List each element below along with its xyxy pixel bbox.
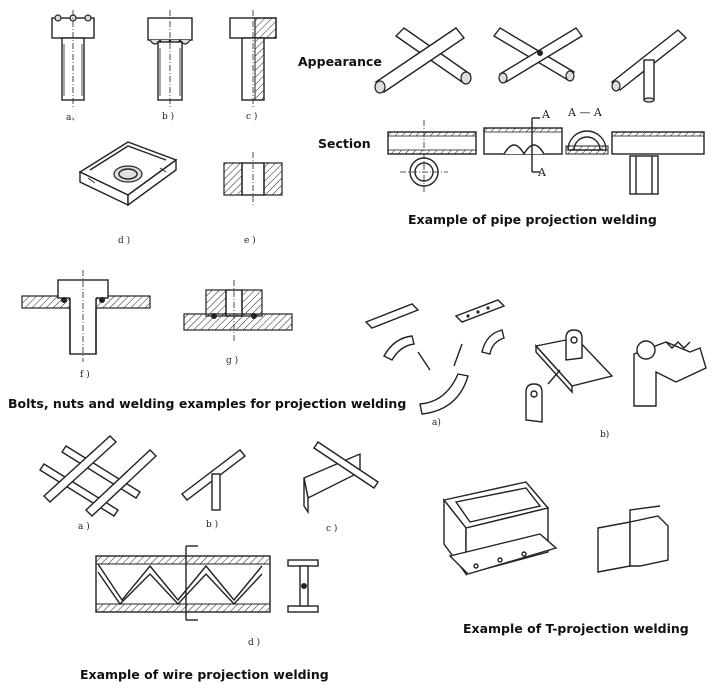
wire-crossing-drawings [39, 435, 379, 517]
label-bolt-f: f ) [80, 370, 90, 380]
caption-t-projection: Example of T-projection welding [463, 621, 689, 636]
section-mark-aa: A — A [568, 106, 602, 119]
bolt-a-drawing [51, 10, 95, 108]
label-wire-d: d ) [248, 638, 261, 648]
bolt-c-drawing [229, 10, 277, 108]
caption-section: Section [318, 136, 371, 151]
box-projection-drawing [442, 481, 669, 577]
t-projection-b-drawing [525, 329, 707, 423]
label-bolt-g: g ) [226, 356, 239, 366]
nut-d-drawing [78, 141, 178, 207]
t-projection-a-drawing [364, 299, 506, 415]
label-bolt-b: b ) [162, 112, 175, 122]
nut-e-drawing [223, 152, 283, 205]
label-wire-a: a ) [78, 522, 90, 532]
bolt-b-drawing [147, 10, 193, 108]
label-t-b: b) [600, 430, 610, 440]
label-bolt-e: e ) [244, 236, 256, 246]
caption-wire: Example of wire projection welding [80, 667, 329, 682]
caption-pipe: Example of pipe projection welding [408, 212, 657, 227]
label-t-a: a) [432, 418, 441, 428]
nut-g-drawing [183, 280, 293, 342]
caption-appearance: Appearance [298, 54, 382, 69]
bolt-f-drawing [21, 270, 151, 362]
label-wire-c: c ) [326, 524, 338, 534]
label-bolt-a: a、 [66, 113, 81, 123]
section-mark-a-bottom: A [538, 166, 546, 179]
pipe-appearance-drawings [374, 27, 688, 103]
label-bolt-d: d ) [118, 236, 131, 246]
pipe-section-drawings [387, 117, 705, 195]
label-bolt-c: c ) [246, 112, 258, 122]
section-mark-a-top: A [542, 108, 550, 121]
label-wire-b: b ) [206, 520, 219, 530]
wire-d-drawing [95, 545, 319, 621]
caption-bolts-nuts: Bolts, nuts and welding examples for pro… [8, 396, 407, 411]
